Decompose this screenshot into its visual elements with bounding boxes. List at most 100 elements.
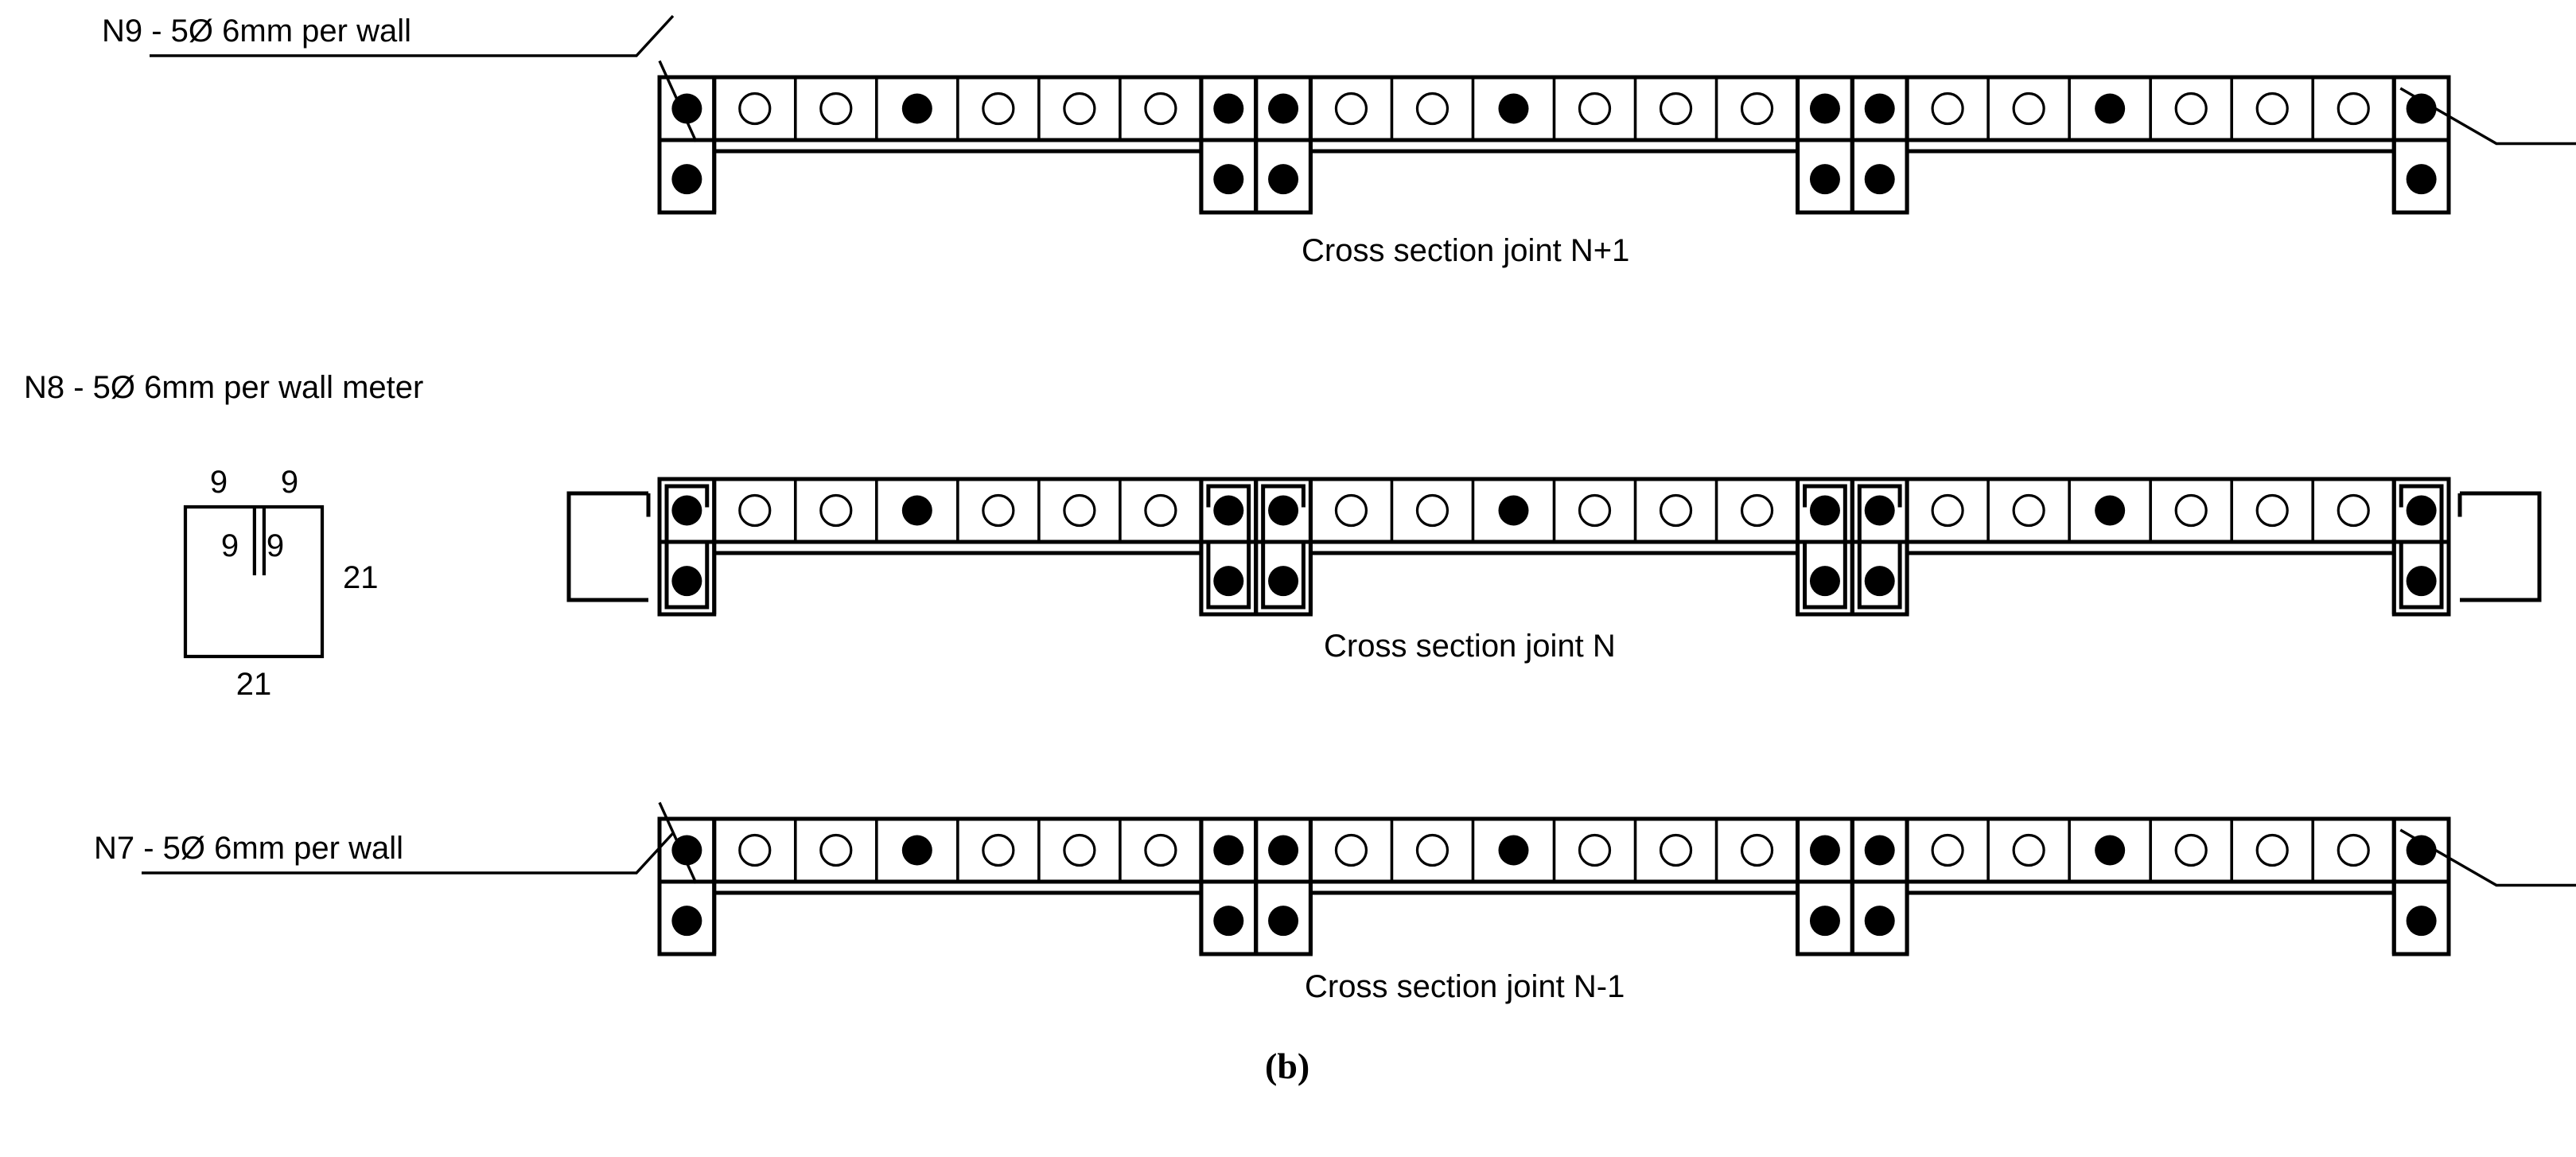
rebar-solid [1213, 495, 1244, 526]
rebar-solid [1268, 495, 1299, 526]
rebar-solid [1809, 93, 1840, 124]
rebar-solid [671, 835, 702, 866]
rebar-hollow [1063, 833, 1096, 867]
stirrup-outline [1857, 484, 1902, 610]
rebar-hollow [1740, 493, 1774, 528]
column-box [1254, 477, 1313, 617]
leader-note-n9 [150, 14, 675, 57]
leader-hook-right [2399, 87, 2576, 146]
column-box [1850, 816, 1909, 956]
stirrup-outline [1803, 484, 1847, 610]
caption-joint-n-plus-1: Cross section joint N+1 [1302, 233, 1629, 268]
rebar-solid [1213, 93, 1244, 124]
rebar-solid [1268, 835, 1299, 866]
column-box [657, 75, 717, 215]
rebar-hollow [2255, 493, 2289, 528]
column-box [1254, 75, 1313, 215]
rebar-hollow [2012, 493, 2045, 528]
detail-dim-inner-right: 9 [267, 528, 284, 563]
rebar-solid [2406, 93, 2437, 124]
column-box [1850, 477, 1909, 617]
rebar-hollow [1334, 833, 1368, 867]
rebar-hollow [1415, 833, 1449, 867]
rebar-hollow [1740, 92, 1774, 126]
rebar-hollow [2337, 493, 2370, 528]
figure-label: (b) [1265, 1046, 1309, 1086]
label-note-n7: N7 - 5Ø 6mm per wall [94, 831, 403, 866]
label-note-n9: N9 - 5Ø 6mm per wall [102, 14, 411, 49]
stirrup-outline [664, 484, 710, 610]
column-box [657, 477, 717, 617]
rebar-solid [1864, 566, 1895, 597]
rebar-solid [671, 566, 702, 597]
rebar-hollow [982, 833, 1015, 867]
stirrup-outline [2399, 484, 2444, 610]
detail-dim-bottom: 21 [236, 667, 272, 702]
rebar-solid [1809, 566, 1840, 597]
caption-joint-n: Cross section joint N [1324, 629, 1616, 664]
rebar-hollow [2012, 92, 2045, 126]
detail-dim-top-left: 9 [210, 465, 228, 500]
cross-section-row-joint-n [566, 477, 2542, 617]
rebar-hollow [1578, 92, 1612, 126]
rebar-hollow [1415, 92, 1449, 126]
rebar-solid [1864, 164, 1895, 195]
rebar-hollow [2255, 833, 2289, 867]
rebar-solid [1864, 495, 1895, 526]
column-box [2391, 816, 2451, 956]
rebar-hollow [1931, 493, 1964, 528]
rebar-solid [1213, 566, 1244, 597]
rebar-hollow [2174, 92, 2208, 126]
rebar-hollow [2012, 833, 2045, 867]
stirrup-outline [1206, 484, 1251, 610]
rebar-hollow [2174, 493, 2208, 528]
rebar-solid [901, 495, 932, 526]
rebar-solid [1213, 906, 1244, 937]
rebar-solid [1213, 835, 1244, 866]
rebar-solid [1809, 835, 1840, 866]
rebar-solid [1213, 164, 1244, 195]
rebar-hollow [1659, 92, 1693, 126]
rebar-solid [671, 906, 702, 937]
rebar-solid [1864, 93, 1895, 124]
rebar-solid [2406, 835, 2437, 866]
rebar-hollow [2337, 833, 2370, 867]
rebar-solid [1268, 164, 1299, 195]
leader-note-n7 [142, 832, 675, 875]
column-box [1850, 75, 1909, 215]
rebar-solid [1809, 495, 1840, 526]
rebar-hollow [1144, 493, 1177, 528]
rebar-hollow [2174, 833, 2208, 867]
column-box [2391, 75, 2451, 215]
rebar-hollow [1063, 493, 1096, 528]
rebar-hollow [2337, 92, 2370, 126]
rebar-hollow [819, 493, 853, 528]
rebar-solid [901, 835, 932, 866]
rebar-hollow [738, 92, 772, 126]
rebar-solid [1498, 495, 1529, 526]
rebar-solid [2095, 495, 2126, 526]
rebar-hollow [1931, 833, 1964, 867]
rebar-solid [1809, 164, 1840, 195]
rebar-solid [671, 93, 702, 124]
detail-dim-right: 21 [343, 560, 379, 595]
rebar-hollow [1144, 92, 1177, 126]
rebar-solid [2406, 566, 2437, 597]
rebar-solid [1864, 906, 1895, 937]
rebar-hollow [2255, 92, 2289, 126]
rebar-solid [1268, 906, 1299, 937]
rebar-solid [2095, 835, 2126, 866]
column-box [1254, 816, 1313, 956]
column-box [2391, 477, 2451, 617]
rebar-solid [1268, 93, 1299, 124]
rebar-hollow [1144, 833, 1177, 867]
rebar-hollow [738, 833, 772, 867]
rebar-solid [1864, 835, 1895, 866]
stirrup-outline [1261, 484, 1306, 610]
rebar-solid [2406, 164, 2437, 195]
leader-hook-right [2399, 828, 2576, 887]
rebar-solid [1809, 906, 1840, 937]
